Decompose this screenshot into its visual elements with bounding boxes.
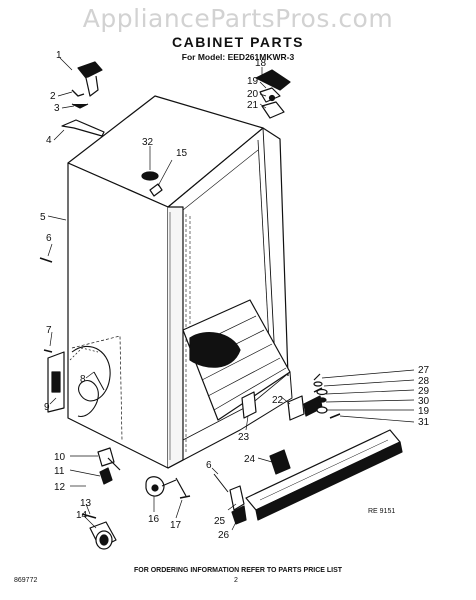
callout-19: 19 <box>247 76 259 87</box>
hinge-shim <box>61 119 105 137</box>
callout-17: 17 <box>170 520 182 531</box>
upper-right-hinge <box>255 69 291 91</box>
callout-23: 23 <box>238 432 250 443</box>
callout-15: 15 <box>176 148 188 159</box>
grille-bracket <box>229 485 245 511</box>
callout-12: 12 <box>54 482 66 493</box>
callout-6: 6 <box>46 233 52 244</box>
callout-1: 1 <box>56 50 62 61</box>
hole-plug <box>141 171 159 181</box>
callout-11: 11 <box>54 466 65 477</box>
revision-code: RE 9151 <box>368 508 396 515</box>
top-hinge-bracket <box>77 61 103 79</box>
cabinet-left-side <box>67 162 169 469</box>
hinge-pin <box>71 89 85 97</box>
door-stop <box>97 447 115 467</box>
right-mount <box>287 395 305 421</box>
page-number: 2 <box>234 577 238 584</box>
callout-26: 26 <box>218 530 230 541</box>
document-number: 869772 <box>14 577 38 584</box>
model-line: For Model: EED261MKWR-3 <box>181 52 295 62</box>
watermark-text: AppliancePartsPros.com <box>82 4 394 33</box>
callout-4: 4 <box>46 135 52 146</box>
cabinet-rear-edge <box>262 127 289 377</box>
roller-bracket <box>99 467 113 485</box>
callout-10: 10 <box>54 452 66 463</box>
callout-3: 3 <box>54 103 60 114</box>
callout-25: 25 <box>214 516 226 527</box>
front-top-rail <box>167 127 264 208</box>
callout-28: 28 <box>418 376 430 387</box>
callout-13: 13 <box>80 498 92 509</box>
callout-30: 30 <box>418 396 430 407</box>
callout-9: 9 <box>44 402 50 413</box>
inner-liner-right-wall <box>257 139 271 361</box>
base-grille <box>245 429 401 511</box>
callout-7: 7 <box>46 325 52 336</box>
callout-5: 5 <box>40 212 46 223</box>
callout-19-right: 19 <box>418 406 430 417</box>
callout-29: 29 <box>418 386 430 397</box>
ordering-note: FOR ORDERING INFORMATION REFER TO PARTS … <box>133 567 343 574</box>
rear-bracket <box>241 391 257 419</box>
callout-22: 22 <box>272 395 284 406</box>
callout-32: 32 <box>142 137 154 148</box>
bowl-shape <box>189 332 241 368</box>
callout-31: 31 <box>418 417 430 428</box>
grille-clip <box>269 449 291 475</box>
leveling-screw <box>81 513 97 519</box>
callout-14: 14 <box>76 510 88 521</box>
callout-24: 24 <box>244 454 256 465</box>
wiring-harness <box>71 346 111 417</box>
callout-20: 20 <box>247 89 259 100</box>
callout-27: 27 <box>418 365 430 376</box>
callout-6-lower: 6 <box>206 460 212 471</box>
callout-16: 16 <box>148 514 160 525</box>
diagram-title: CABINET PARTS <box>171 34 305 50</box>
callout-2: 2 <box>50 91 56 102</box>
callout-18: 18 <box>255 58 267 69</box>
callout-8: 8 <box>80 374 86 385</box>
callout-21: 21 <box>247 100 259 111</box>
